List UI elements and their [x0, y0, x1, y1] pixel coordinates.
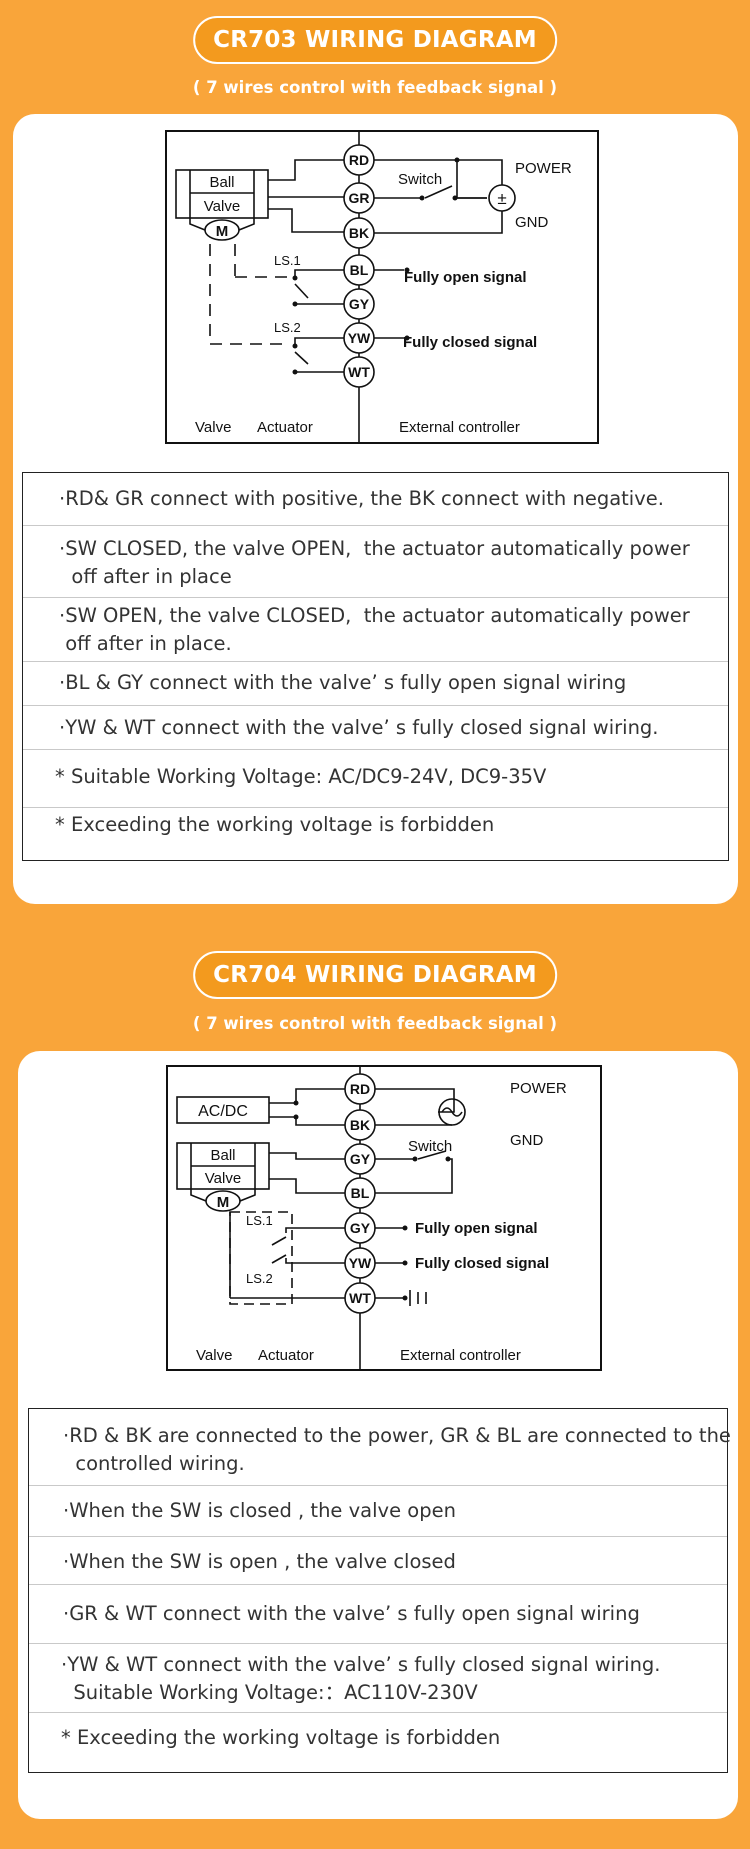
open-signal-label: Fully open signal [404, 269, 527, 286]
cr703-subtitle: ( 7 wires control with feedback signal ) [192, 78, 558, 97]
note-line: * Suitable Working Voltage: AC/DC9-24V, … [23, 749, 728, 808]
actuator-label: Actuator [258, 1347, 314, 1364]
switch-label: Switch [398, 171, 442, 188]
valve-label: Valve [205, 1170, 241, 1187]
note-line: ·RD& GR connect with positive, the BK co… [23, 473, 728, 526]
cr704-card: RD BK GY BL GY YW WT AC/DC Ball Valve M … [18, 1051, 738, 1819]
cr704-title: CR704 WIRING DIAGRAM [193, 951, 557, 999]
terminal-yw: YW [348, 330, 371, 346]
motor-label: M [217, 1194, 230, 1211]
note-line: ·YW & WT connect with the valve’ s fully… [23, 705, 728, 750]
cr704-subtitle: ( 7 wires control with feedback signal ) [192, 1014, 558, 1033]
terminal-bk: BK [350, 1117, 370, 1133]
terminal-gy-2: GY [350, 1220, 371, 1236]
cr703-card: RD GR BK BL GY YW WT Ball Valve M LS.1 L… [13, 114, 738, 904]
valve-label: Valve [204, 198, 240, 215]
note-line: ·BL & GY connect with the valve’ s fully… [23, 661, 728, 706]
controller-label: External controller [400, 1347, 521, 1364]
ball-label: Ball [209, 174, 234, 191]
ac-source-icon [441, 1107, 463, 1117]
note-line: ·SW OPEN, the valve CLOSED, the actuator… [23, 597, 728, 662]
note-line: ·YW & WT connect with the valve’ s fully… [29, 1643, 727, 1713]
terminal-bl: BL [350, 262, 369, 278]
ls2-label: LS.2 [274, 320, 301, 335]
cr704-wiring-diagram: RD BK GY BL GY YW WT AC/DC Ball Valve M … [166, 1065, 602, 1371]
valve-bottom-label: Valve [195, 419, 231, 436]
closed-signal-label: Fully closed signal [415, 1255, 549, 1272]
motor-label: M [216, 223, 229, 240]
terminal-gy: GY [350, 1151, 371, 1167]
cr703-title: CR703 WIRING DIAGRAM [193, 16, 557, 64]
note-line: ·RD & BK are connected to the power, GR … [29, 1409, 731, 1486]
acdc-label: AC/DC [198, 1103, 248, 1120]
note-line: * Exceeding the working voltage is forbi… [55, 813, 495, 836]
switch-label: Switch [408, 1138, 452, 1155]
power-label: POWER [510, 1080, 567, 1097]
dc-source-icon: ± [497, 189, 506, 208]
terminal-rd: RD [350, 1081, 370, 1097]
actuator-label: Actuator [257, 419, 313, 436]
cr703-wiring-diagram: RD GR BK BL GY YW WT Ball Valve M LS.1 L… [165, 130, 599, 444]
ls2-label: LS.2 [246, 1271, 273, 1286]
terminal-wt: WT [349, 1290, 371, 1306]
ls1-label: LS.1 [274, 253, 301, 268]
gnd-label: GND [510, 1132, 544, 1149]
terminal-yw: YW [349, 1255, 372, 1271]
note-line: ·When the SW is open , the valve closed [29, 1536, 727, 1585]
terminal-wt: WT [348, 364, 370, 380]
terminal-gr: GR [349, 190, 370, 206]
terminal-bl: BL [351, 1185, 370, 1201]
note-line: ·GR & WT connect with the valve’ s fully… [29, 1584, 727, 1644]
ball-label: Ball [210, 1147, 235, 1164]
controller-label: External controller [399, 419, 520, 436]
cr703-notes: ·RD& GR connect with positive, the BK co… [22, 472, 729, 861]
power-label: POWER [515, 160, 572, 177]
ls1-label: LS.1 [246, 1213, 273, 1228]
note-line: ·When the SW is closed , the valve open [29, 1485, 727, 1537]
terminal-bk: BK [349, 225, 369, 241]
closed-signal-label: Fully closed signal [403, 334, 537, 351]
note-line: ·SW CLOSED, the valve OPEN, the actuator… [23, 525, 728, 598]
terminal-gy: GY [349, 296, 370, 312]
open-signal-label: Fully open signal [415, 1220, 538, 1237]
note-line: * Exceeding the working voltage is forbi… [61, 1726, 501, 1749]
valve-bottom-label: Valve [196, 1347, 232, 1364]
cr704-notes: ·RD & BK are connected to the power, GR … [28, 1408, 731, 1773]
gnd-label: GND [515, 214, 549, 231]
terminal-rd: RD [349, 152, 369, 168]
